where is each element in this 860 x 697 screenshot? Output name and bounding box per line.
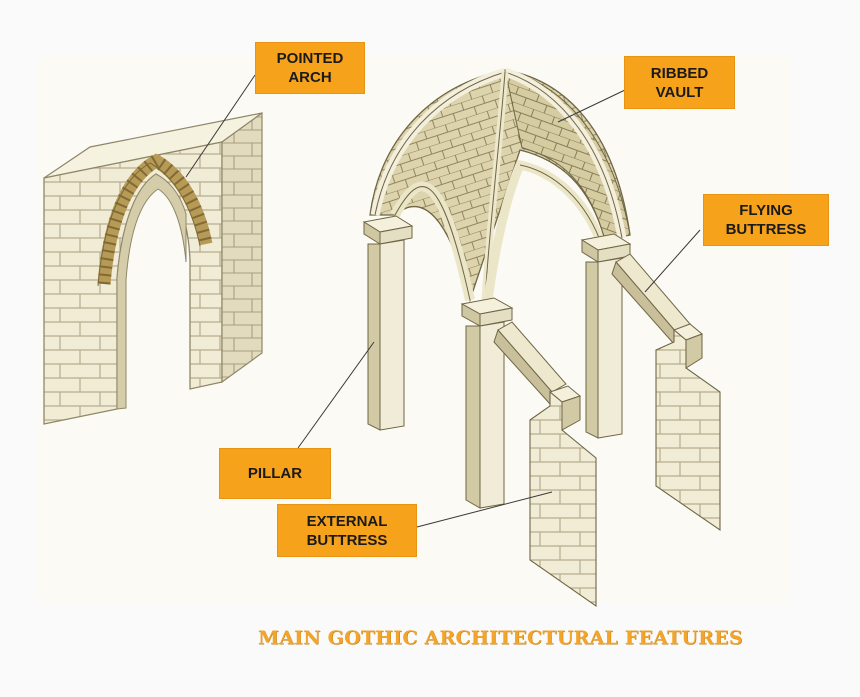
ribbed-vault-label-line2: VAULT [655, 83, 704, 101]
flying-buttress-label-line1: FLYING [739, 202, 793, 219]
pointed-arch-label: POINTED ARCH [255, 42, 365, 94]
ribbed-vault-label: RIBBED VAULT [624, 56, 735, 109]
ribbed-vault-structure [362, 67, 721, 608]
flying-buttress-label: FLYING BUTTRESS [703, 194, 829, 246]
flying-buttress-label-line2: BUTTRESS [725, 221, 807, 238]
leader-lines [185, 74, 701, 528]
diagram-caption: MAIN GOTHIC ARCHITECTURAL FEATURES [258, 627, 743, 649]
ribbed-vault-label-line1: RIBBED [650, 64, 709, 82]
pillar-label-line1: PILLAR [247, 465, 303, 482]
pointed-arch-label-line2: ARCH [288, 69, 332, 86]
pointed-arch-structure [43, 111, 263, 425]
external-buttress-label: EXTERNAL BUTTRESS [277, 504, 417, 557]
pointed-arch-label-line1: POINTED [276, 50, 344, 67]
pillar-label: PILLAR [219, 448, 331, 499]
external-buttress-label-line1: EXTERNAL [306, 512, 388, 530]
external-buttress-label-line2: BUTTRESS [306, 531, 388, 549]
